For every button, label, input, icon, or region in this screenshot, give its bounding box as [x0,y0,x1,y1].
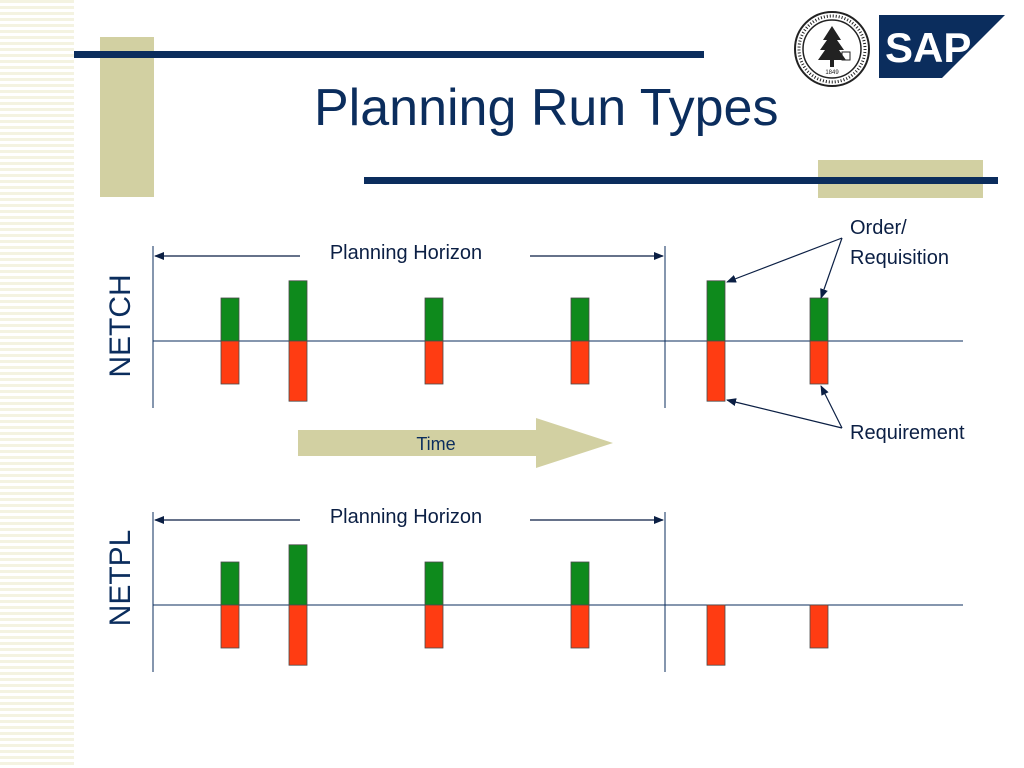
netch-order-bar-3 [424,297,444,342]
beige-accent-block-left [100,37,154,197]
decorative-stripes [0,0,74,768]
netch-horizon-label: Planning Horizon [330,242,482,264]
order-label-line1: Order/ [850,217,907,239]
title-rule-bottom [364,177,998,184]
time-label: Time [416,434,455,454]
university-seal-logo: 1849 [794,11,870,87]
order-label-line2: Requisition [850,247,949,269]
netch-panel: NETCH Planning Horizon [104,242,963,408]
netch-order-bar-5 [706,280,726,342]
requirement-callout-arrow-2 [820,385,843,429]
seal-year: 1849 [825,70,839,76]
netpl-requirement-bar-6 [809,604,829,649]
netpl-requirement-bar-5 [706,604,726,666]
slide-title: Planning Run Types [314,79,779,137]
netch-requirement-bar-6 [809,340,829,385]
netch-order-bar-6 [809,297,829,342]
netch-bars [220,280,829,402]
requirement-label: Requirement [850,422,965,444]
netpl-panel: NETPL Planning Horizon [104,506,963,672]
order-callout-arrow-1 [726,237,843,283]
netpl-requirement-bar-3 [424,604,444,649]
netpl-order-bar-2 [288,544,308,606]
netpl-order-bar-3 [424,561,444,606]
netch-requirement-bar-3 [424,340,444,385]
netpl-requirement-bar-4 [570,604,590,649]
sap-logo: SAP [879,15,1005,78]
netch-requirement-bar-5 [706,340,726,402]
netpl-requirement-bar-1 [220,604,240,649]
netch-requirement-bar-1 [220,340,240,385]
title-rule-top [74,51,704,58]
netch-label: NETCH [104,274,137,377]
time-arrow [298,418,613,468]
netch-order-bar-2 [288,280,308,342]
netpl-order-bar-1 [220,561,240,606]
netpl-label: NETPL [104,530,137,627]
requirement-callout-arrow-1 [726,398,843,429]
netch-order-bar-1 [220,297,240,342]
netch-requirement-bar-2 [288,340,308,402]
order-callout-arrow-2 [820,237,843,299]
netch-requirement-bar-4 [570,340,590,385]
sap-logo-text: SAP [885,24,971,71]
netch-order-bar-4 [570,297,590,342]
netpl-horizon-label: Planning Horizon [330,506,482,528]
netpl-bars [220,544,829,666]
netpl-order-bar-4 [570,561,590,606]
netpl-requirement-bar-2 [288,604,308,666]
